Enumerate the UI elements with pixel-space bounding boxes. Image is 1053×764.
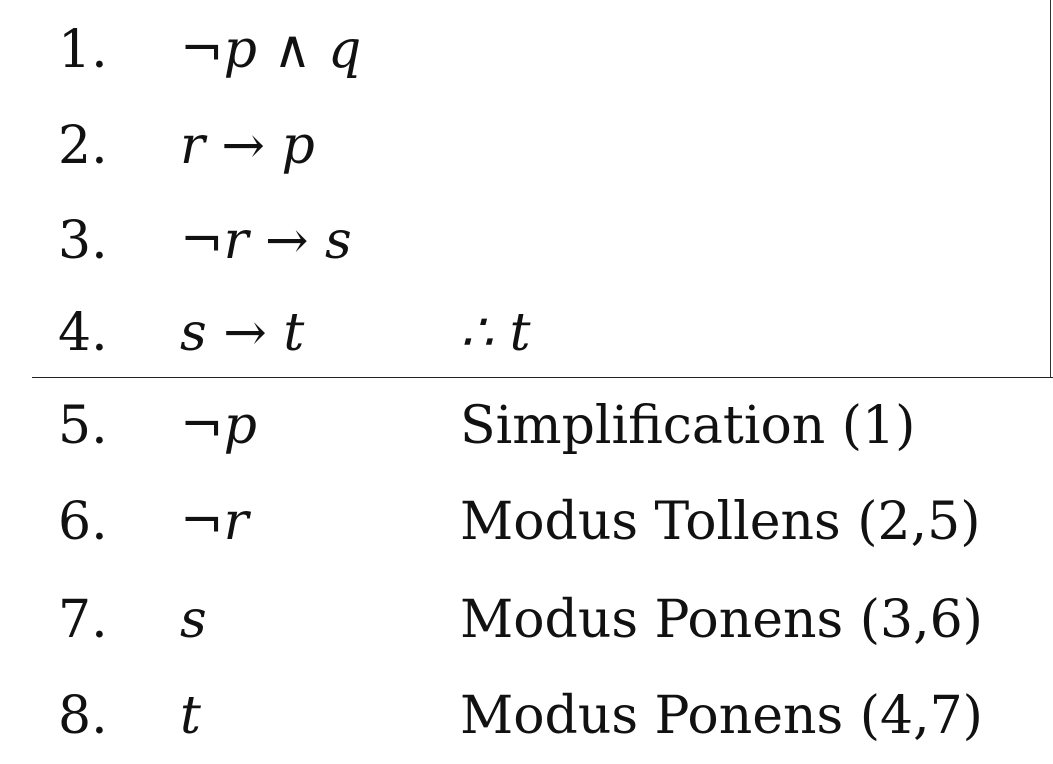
justification: Modus Tollens (2,5): [460, 492, 981, 552]
justification: Simplification (1): [460, 396, 916, 456]
formula: ¬p: [180, 396, 257, 456]
step-row: 5. ¬p Simplification (1): [0, 378, 1053, 474]
line-number: 2.: [58, 116, 108, 176]
line-number: 5.: [58, 396, 108, 456]
formula: r → p: [180, 116, 315, 176]
right-border-line: [1050, 0, 1051, 378]
step-row: 6. ¬r Modus Tollens (2,5): [0, 474, 1053, 570]
justification: Modus Ponens (4,7): [460, 686, 983, 746]
conclusion-note: [460, 98, 1050, 194]
formula: s → t: [180, 303, 305, 363]
justification: Modus Ponens (3,6): [460, 590, 983, 650]
conclusion-note: ∴ t: [460, 303, 531, 363]
conclusion-divider-line: [32, 377, 1053, 378]
conclusion-note: [460, 193, 1050, 289]
line-number: 4.: [58, 303, 108, 363]
formula: t: [180, 686, 201, 746]
premise-row: 2. r → p: [0, 98, 1053, 194]
premise-row: 3. ¬r → s: [0, 193, 1053, 289]
line-number: 8.: [58, 686, 108, 746]
conclusion-note: [460, 2, 1050, 98]
formula: ¬p ∧ q: [180, 20, 362, 80]
premise-row: 1. ¬p ∧ q: [0, 2, 1053, 98]
line-number: 1.: [58, 20, 108, 80]
step-row: 7. s Modus Ponens (3,6): [0, 572, 1053, 668]
formula: ¬r: [180, 492, 249, 552]
line-number: 7.: [58, 590, 108, 650]
premise-row: 4. s → t ∴ t: [0, 285, 1053, 381]
formula: ¬r → s: [180, 211, 352, 271]
line-number: 6.: [58, 492, 108, 552]
line-number: 3.: [58, 211, 108, 271]
step-row: 8. t Modus Ponens (4,7): [0, 668, 1053, 764]
formula: s: [180, 590, 207, 650]
